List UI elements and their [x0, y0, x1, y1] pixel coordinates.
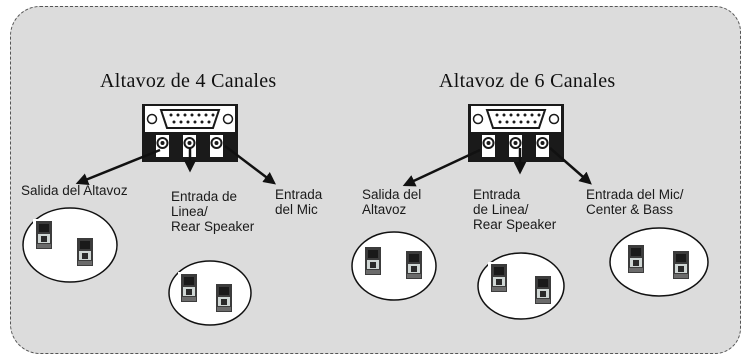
plug-group-6ch-mic [609, 227, 709, 297]
audio-plug-icon [213, 282, 235, 314]
title-6-channel: Altavoz de 6 Canales [439, 70, 616, 92]
arrow-icon [549, 147, 592, 185]
audio-plug-icon [403, 249, 425, 281]
audio-plug-icon [33, 219, 55, 251]
audio-plug-icon [488, 262, 510, 294]
arrow-icon [75, 148, 161, 186]
arrow-icon [224, 145, 276, 185]
audio-plug-icon [362, 245, 384, 277]
audio-plug-icon [625, 243, 647, 275]
arrow-icon [402, 148, 481, 187]
label-4ch-speaker-out: Salida del Altavoz [21, 183, 128, 198]
audio-plug-icon [670, 249, 692, 281]
audio-plug-icon [532, 274, 554, 306]
title-4-channel: Altavoz de 4 Canales [100, 70, 277, 92]
label-4ch-line-in: Entrada de Linea/ Rear Speaker [171, 189, 255, 234]
label-6ch-line-in: Entrada de Linea/ Rear Speaker [473, 187, 557, 232]
audio-plug-icon [74, 236, 96, 268]
label-6ch-speaker-out: Salida del Altavoz [362, 187, 422, 217]
d-sub-connector-icon [467, 103, 565, 163]
audio-plug-icon [178, 272, 200, 304]
label-4ch-mic-in: Entrada del Mic [275, 187, 323, 217]
label-6ch-mic-in: Entrada del Mic/ Center & Bass [586, 187, 684, 217]
